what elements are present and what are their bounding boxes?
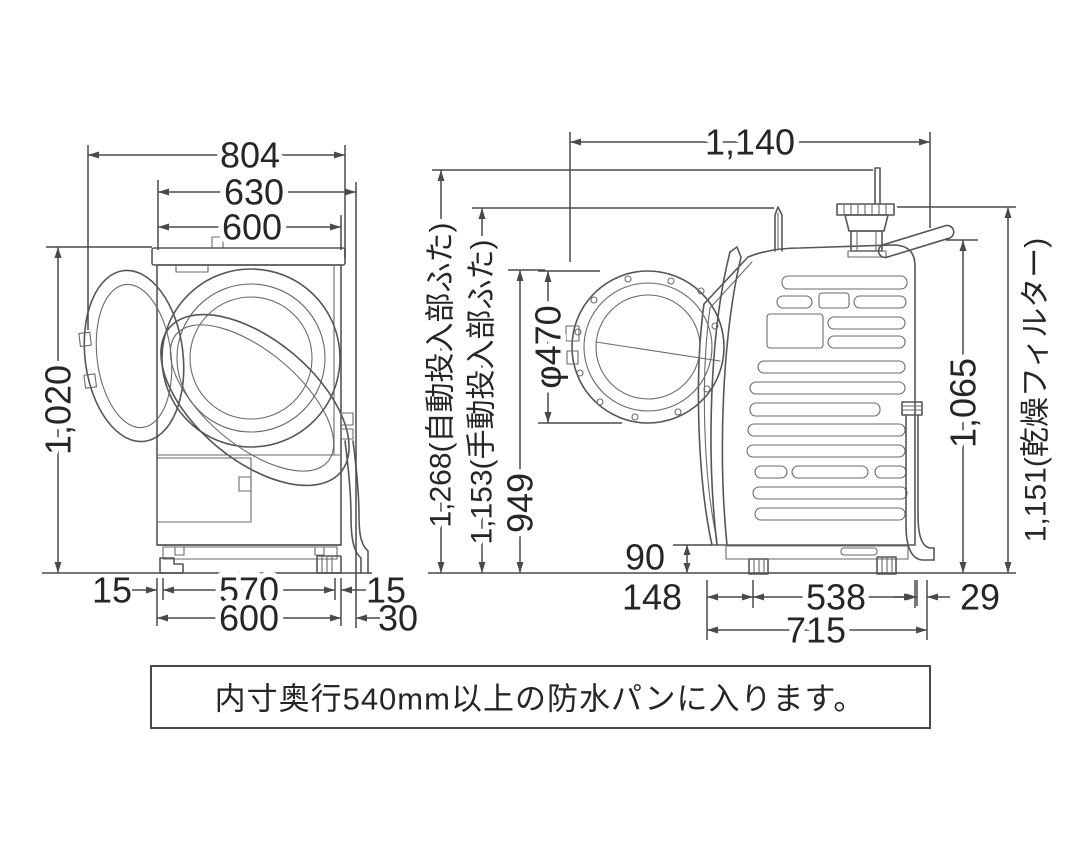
dim-side-rear-protrusion: 29 — [960, 577, 1000, 618]
dim-side-dry-filter-height: 1,151(乾燥フィルター) — [1020, 238, 1053, 542]
dim-side-hose-height: 1,065 — [943, 358, 984, 448]
side-body — [697, 244, 916, 546]
lower-door — [156, 457, 252, 523]
side-door-ring — [565, 270, 725, 424]
plinth-tab — [314, 546, 325, 556]
side-rear-foot — [876, 556, 897, 575]
front-body — [156, 264, 342, 546]
vent-slots — [746, 275, 908, 521]
dim-side-front-overhang: 148 — [622, 577, 682, 618]
front-drain-hose — [340, 412, 369, 574]
dim-side-feet-span: 538 — [806, 577, 866, 618]
side-dimensions: 1,140 1,268(自動投入部ふた) 1,153(手動投入部ふた) 949 … — [419, 116, 1053, 656]
front-machine-drawing — [78, 236, 369, 574]
dim-front-width-incl-hose: 630 — [224, 172, 284, 213]
dim-side-door-diameter: φ470 — [528, 305, 569, 388]
rear-drain-hose — [901, 401, 935, 561]
dim-front-height: 1,020 — [38, 365, 79, 455]
dim-front-foot-inset-right: 15 — [366, 570, 406, 611]
front-left-foot — [159, 557, 184, 574]
drum-inner-ring — [176, 283, 326, 433]
side-open-door — [710, 246, 742, 546]
dim-front-bottom-width: 600 — [219, 598, 279, 639]
dim-front-total-width: 804 — [220, 135, 280, 176]
front-view: 804 630 600 1,020 15 570 15 — [32, 129, 418, 644]
front-dimensions: 804 630 600 1,020 15 570 15 — [32, 129, 418, 644]
dim-front-foot-inset-left: 15 — [92, 570, 132, 611]
base-plinth — [162, 546, 338, 560]
side-machine-drawing — [565, 167, 955, 575]
drum-opening — [189, 296, 313, 420]
dim-side-door-top-height: 949 — [500, 473, 541, 533]
note-text: 内寸奥行540mm以上の防水パンに入ります。 — [215, 682, 866, 717]
open-door — [78, 269, 185, 443]
lower-door-handle — [238, 476, 252, 492]
dim-side-total-depth: 1,140 — [705, 122, 795, 163]
door-glass — [160, 313, 350, 487]
dim-front-feet-span: 570 — [219, 570, 279, 611]
water-inlet — [836, 203, 895, 258]
top-panel — [151, 247, 346, 266]
panel-tab — [175, 264, 209, 273]
manual-lid-peak — [774, 206, 783, 252]
top-rear-hose — [877, 224, 955, 259]
dim-side-height-manual-lid: 1,153(手動投入部ふた) — [466, 239, 499, 544]
dim-side-front-clearance: 90 — [625, 537, 665, 578]
note-box: 内寸奥行540mm以上の防水パンに入ります。 — [150, 665, 931, 729]
inlet-pipe — [874, 167, 881, 205]
plinth-tab — [174, 546, 185, 556]
drum-outer-ring — [161, 268, 341, 448]
dim-front-hose-protrusion: 30 — [378, 598, 418, 639]
dim-side-height-auto-lid: 1,268(自動投入部ふた) — [425, 222, 458, 527]
side-base — [725, 545, 909, 560]
dim-front-body-width: 600 — [222, 207, 282, 248]
dim-side-body-depth: 715 — [786, 610, 846, 651]
side-front-foot — [748, 558, 769, 575]
side-view: 1,140 1,268(自動投入部ふた) 1,153(手動投入部ふた) 949 … — [419, 116, 1053, 656]
door-glass-inner — [169, 324, 335, 472]
